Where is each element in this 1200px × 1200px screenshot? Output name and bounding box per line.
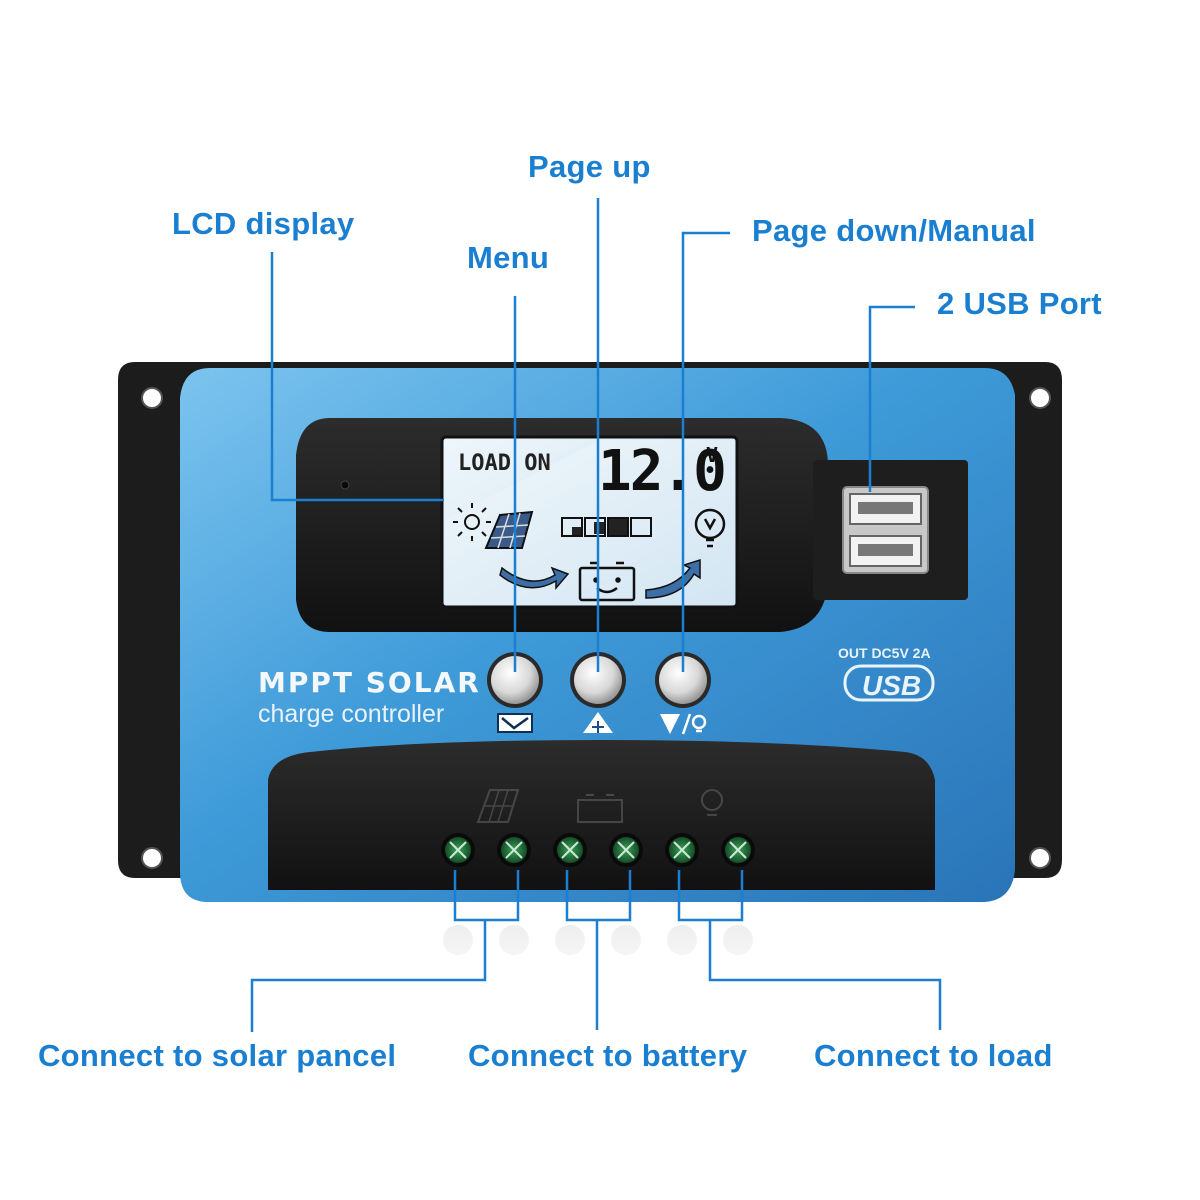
terminal-screw-battery-negative[interactable] bbox=[609, 833, 643, 867]
bracket-solar bbox=[453, 870, 520, 922]
page-down-button[interactable] bbox=[655, 652, 711, 708]
mounting-hole bbox=[1029, 847, 1051, 869]
callout-page-up: Page up bbox=[528, 149, 651, 184]
page-up-button[interactable] bbox=[570, 652, 626, 708]
callout-usb-port: 2 USB Port bbox=[937, 286, 1102, 321]
down-arrow-bulb-icon bbox=[660, 713, 707, 735]
battery-icon bbox=[577, 794, 623, 823]
leader-usb bbox=[868, 305, 915, 492]
indicator-led bbox=[340, 480, 350, 490]
usb-logo-text: USB bbox=[862, 670, 921, 701]
terminal-screw-battery-positive[interactable] bbox=[553, 833, 587, 867]
leader-lcd-display bbox=[270, 252, 444, 502]
solar-panel-icon bbox=[484, 510, 534, 549]
usb-port-top[interactable] bbox=[849, 493, 922, 525]
lcd-reading: 12.0 bbox=[598, 439, 725, 504]
leader-page-down bbox=[681, 231, 730, 672]
sun-icon bbox=[453, 503, 491, 541]
charge-controller-device: LOAD ON 12.0 V bbox=[118, 362, 1062, 965]
terminal-screw-load-positive[interactable] bbox=[665, 833, 699, 867]
terminal-screw-solar-positive[interactable] bbox=[441, 833, 475, 867]
leader-load bbox=[708, 920, 942, 1030]
usb-logo: USB bbox=[843, 664, 935, 702]
terminal-screw-solar-negative[interactable] bbox=[497, 833, 531, 867]
lcd-unit: V bbox=[706, 443, 718, 467]
mounting-hole bbox=[1029, 387, 1051, 409]
usb-port-bottom[interactable] bbox=[849, 535, 922, 567]
terminal-block bbox=[268, 740, 935, 890]
terminal-screw-load-negative[interactable] bbox=[721, 833, 755, 867]
lcd-status-text: LOAD ON bbox=[458, 451, 551, 476]
callout-menu: Menu bbox=[467, 240, 549, 275]
light-bulb-icon bbox=[701, 789, 723, 816]
solar-panel-icon bbox=[476, 789, 520, 823]
light-bulb-icon bbox=[694, 508, 726, 548]
brand-title: MPPT SOLAR bbox=[258, 666, 481, 699]
mounting-hole bbox=[141, 847, 163, 869]
arrow-right-icon bbox=[645, 558, 701, 599]
bracket-battery bbox=[565, 870, 632, 922]
callout-lcd-display: LCD display bbox=[172, 206, 355, 241]
up-arrow-icon bbox=[583, 712, 613, 733]
callout-load: Connect to load bbox=[814, 1038, 1053, 1073]
callout-page-down-manual: Page down/Manual bbox=[752, 213, 1036, 248]
usb-output-spec: OUT DC5V 2A bbox=[838, 645, 931, 661]
callout-solar: Connect to solar pancel bbox=[38, 1038, 396, 1073]
lcd-glare bbox=[445, 440, 735, 605]
menu-button[interactable] bbox=[487, 652, 543, 708]
leader-lines bbox=[250, 198, 942, 1032]
callout-battery: Connect to battery bbox=[468, 1038, 748, 1073]
brand-subtitle: charge controller bbox=[258, 700, 444, 728]
menu-icon bbox=[497, 713, 533, 733]
mounting-hole bbox=[141, 387, 163, 409]
leader-solar bbox=[250, 920, 487, 1032]
